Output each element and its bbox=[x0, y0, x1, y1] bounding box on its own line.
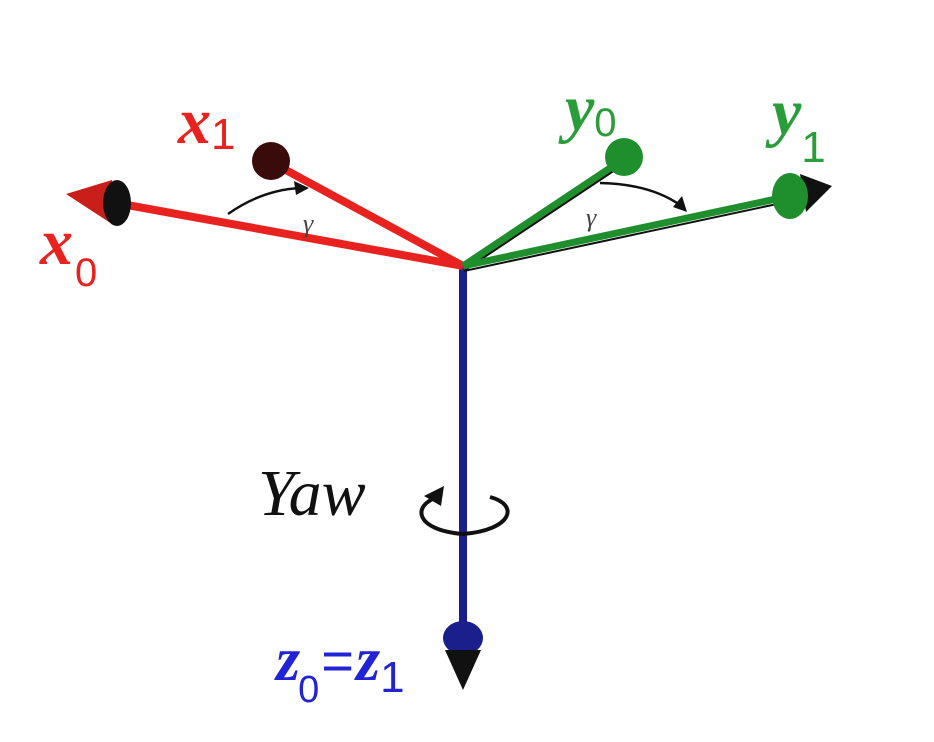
z-axis bbox=[443, 266, 483, 690]
x1-axis-knob bbox=[252, 142, 290, 180]
z-equality-label: z0=z1 bbox=[274, 626, 405, 711]
gamma-label-x: γ bbox=[303, 209, 314, 238]
x1-label: x1 bbox=[177, 85, 235, 159]
x0-axis bbox=[66, 180, 464, 270]
x-angle-arc bbox=[227, 181, 309, 216]
y1-label: y1 bbox=[765, 76, 826, 172]
y0-label: y0 bbox=[558, 72, 617, 145]
y0-axis-shadow-line bbox=[464, 163, 625, 271]
yaw-rotation-arrow bbox=[419, 486, 510, 537]
y1-axis-knob bbox=[772, 173, 808, 219]
x1-axis-line bbox=[269, 158, 465, 270]
yaw-rotation-arrowhead bbox=[424, 486, 444, 506]
y1-axis bbox=[462, 173, 832, 272]
x0-axis-arrowhead bbox=[66, 180, 112, 224]
y1-axis-shadow-line bbox=[463, 200, 792, 272]
x-angle-arc-arrowhead bbox=[294, 181, 309, 195]
y0-axis-knob bbox=[605, 138, 643, 176]
x-angle-arc-curve bbox=[227, 186, 301, 216]
x0-label: x0 bbox=[39, 206, 97, 295]
y0-axis bbox=[461, 138, 643, 271]
y-angle-arc bbox=[599, 181, 687, 212]
y0-axis-line bbox=[461, 157, 624, 269]
x0-axis-knob bbox=[103, 180, 131, 226]
y-angle-arc-curve bbox=[599, 181, 681, 207]
z-axis-knob bbox=[443, 621, 483, 655]
x1-axis bbox=[252, 142, 465, 270]
yaw-label: Yaw bbox=[258, 457, 366, 530]
y1-axis-arrowhead bbox=[800, 174, 832, 212]
z-axis-arrowhead bbox=[445, 650, 481, 690]
y-angle-arc-arrowhead bbox=[673, 196, 687, 212]
x0-axis-line bbox=[115, 199, 464, 270]
y1-axis-line bbox=[462, 192, 791, 270]
gamma-label-y: γ bbox=[586, 203, 597, 232]
yaw-rotation-curve bbox=[419, 495, 510, 537]
